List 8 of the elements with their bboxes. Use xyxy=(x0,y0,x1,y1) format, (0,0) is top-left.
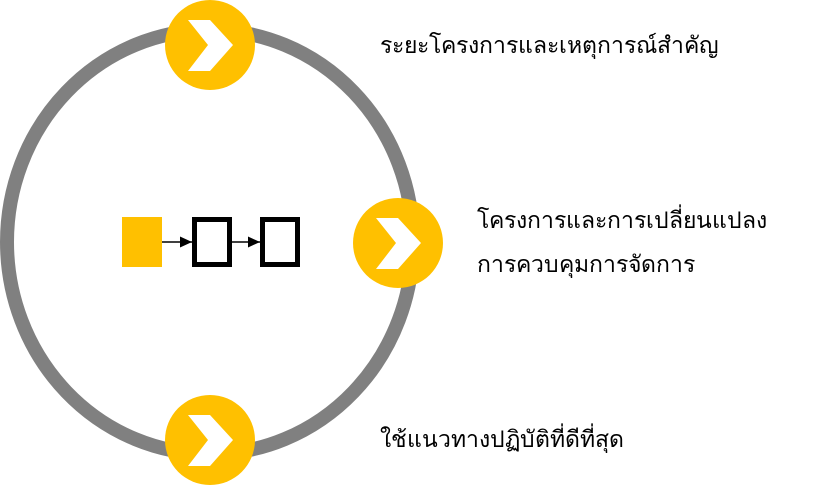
step-box xyxy=(192,217,232,267)
step-label: โครงการและการเปลี่ยนแปลง การควบคุมการจัดการ xyxy=(477,199,789,287)
step-label: ใช้แนวทางปฏิบัติที่ดีที่สุด xyxy=(380,418,624,462)
step-label: ระยะโครงการและเหตุการณ์สำคัญ xyxy=(380,31,719,61)
step-box xyxy=(122,217,162,267)
arrow xyxy=(232,236,260,248)
arrow xyxy=(162,236,192,248)
step-box xyxy=(260,217,300,267)
